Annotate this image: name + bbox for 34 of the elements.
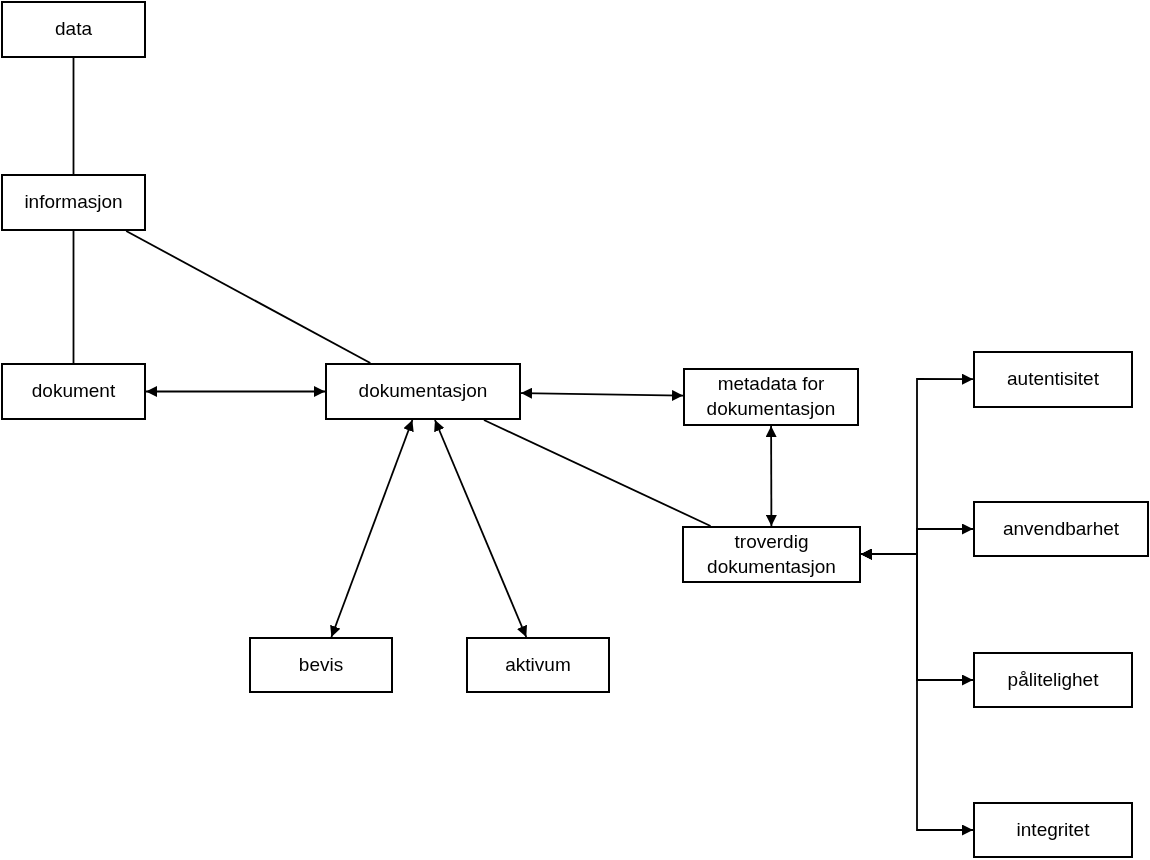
node-label: aktivum xyxy=(505,652,571,677)
node-label: integritet xyxy=(1016,817,1090,842)
arrow xyxy=(145,386,326,397)
node-label: autentisitet xyxy=(1007,367,1099,392)
connector-line xyxy=(483,419,712,527)
node-label: pålitelighet xyxy=(1007,667,1099,692)
process-box xyxy=(249,637,393,693)
node-label: bevis xyxy=(298,652,344,677)
connector-line xyxy=(72,57,75,175)
process-box xyxy=(1,363,146,420)
arrow xyxy=(520,387,684,401)
process-box xyxy=(325,363,521,420)
arrow xyxy=(860,548,974,836)
arrow xyxy=(434,419,528,638)
process-box xyxy=(973,501,1149,557)
node-label: anvendbarhet xyxy=(1002,516,1120,541)
connector-line xyxy=(72,230,75,364)
node-label: metadata for dokumentasjon xyxy=(705,372,837,421)
node-label: data xyxy=(55,17,92,42)
arrow xyxy=(765,425,777,527)
node-label: troverdig dokumentasjon xyxy=(706,529,837,579)
node-label: dokument xyxy=(31,379,116,404)
process-box xyxy=(973,802,1133,858)
process-box xyxy=(1,1,146,58)
process-box xyxy=(683,368,859,426)
process-box xyxy=(973,652,1133,708)
process-box xyxy=(973,351,1133,408)
arrow xyxy=(330,419,414,638)
process-box xyxy=(466,637,610,693)
process-box xyxy=(682,526,861,583)
connector-line xyxy=(125,230,372,364)
process-box xyxy=(1,174,146,231)
node-label: dokumentasjon xyxy=(358,379,488,404)
node-label: informasjon xyxy=(24,190,123,215)
